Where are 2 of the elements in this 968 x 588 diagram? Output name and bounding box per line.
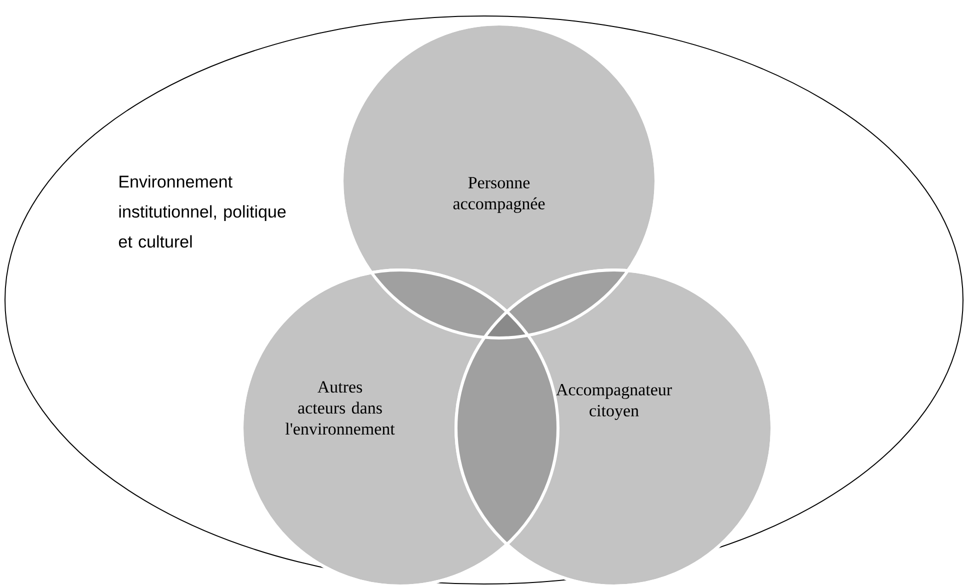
ellipse-label: Environnement institutionnel, politique et culturel bbox=[118, 175, 286, 248]
node-label: Autres acteurs dans l'environnement bbox=[285, 381, 395, 435]
